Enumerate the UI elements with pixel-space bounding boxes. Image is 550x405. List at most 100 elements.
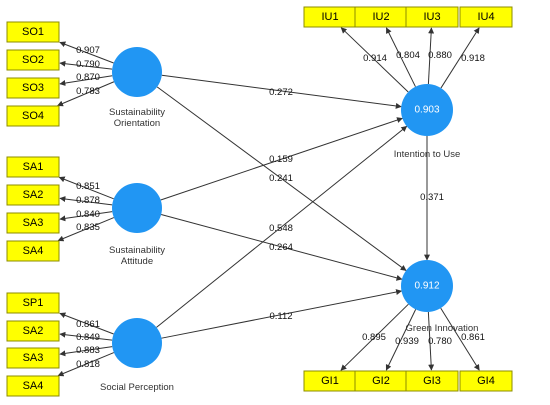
loading-arrow-so-3 (59, 75, 113, 86)
indicator-label: GI4 (477, 375, 495, 387)
outer-loading-sa-2: 0.878 (76, 195, 100, 206)
indicator-label: IU4 (477, 11, 494, 23)
constructs-layer: 0.903 0.912 (112, 47, 453, 368)
indicator-label: GI2 (372, 375, 390, 387)
r-squared-value: 0.912 (414, 281, 439, 292)
indicator-label: GI3 (423, 375, 441, 387)
loading-arrow-gi-3 (427, 311, 435, 371)
indicator-label: IU3 (423, 11, 440, 23)
indicator-label: SP1 (23, 297, 44, 309)
indicator-label: SA1 (23, 161, 44, 173)
indicator-gi2: GI2 (354, 370, 408, 392)
construct-gi: 0.912 (401, 260, 453, 312)
path-coefficient-iu-gi: 0.371 (420, 192, 444, 203)
indicator-label: SO2 (22, 54, 44, 66)
indicator-label: SA3 (23, 352, 44, 364)
outer-loading-sa-1: 0.851 (76, 181, 100, 192)
construct-circle (112, 183, 162, 233)
indicator-label: SA2 (23, 189, 44, 201)
indicator-so2: SO2 (6, 49, 60, 71)
loading-arrow-iu-3 (427, 27, 435, 85)
indicator-label: IU1 (321, 11, 338, 23)
loading-arrow-sp-2 (59, 331, 113, 341)
r-squared-value: 0.903 (414, 105, 439, 116)
edges-layer (57, 27, 480, 377)
indicator-iu1: IU1 (303, 6, 357, 28)
outer-loading-sa-4: 0.835 (76, 222, 100, 233)
loading-arrow-sp-1 (59, 312, 114, 335)
path-coefficient-so-gi: 0.241 (269, 173, 293, 184)
outer-loading-iu-2: 0.804 (396, 50, 420, 61)
loading-arrow-iu-4 (440, 27, 480, 89)
outer-loading-sp-3: 0.883 (76, 345, 100, 356)
indicator-iu3: IU3 (405, 6, 459, 28)
construct-circle (401, 84, 453, 136)
outer-loading-iu-1: 0.914 (363, 53, 387, 64)
construct-label-sa: Attitude (121, 256, 153, 267)
indicator-label: SA4 (23, 380, 44, 392)
indicator-sa2: SA2 (6, 184, 60, 206)
outer-loading-so-4: 0.783 (76, 86, 100, 97)
construct-sa (112, 183, 162, 233)
outer-loading-gi-2: 0.939 (395, 336, 419, 347)
loading-arrow-sa-4 (57, 217, 115, 242)
indicator-gi4: GI4 (459, 370, 513, 392)
indicator-sp1: SP1 (6, 292, 60, 314)
indicator-label: SA4 (23, 245, 44, 257)
construct-label-gi: Green Innovation (406, 323, 479, 334)
indicator-so4: SO4 (6, 105, 60, 127)
indicator-so1: SO1 (6, 21, 60, 43)
outer-loading-sa-3: 0.840 (76, 209, 100, 220)
indicator-gi3: GI3 (405, 370, 459, 392)
outer-loading-gi-1: 0.895 (362, 332, 386, 343)
indicator-sa3: SA3 (6, 212, 60, 234)
loading-arrow-sa-1 (58, 176, 114, 200)
outer-loading-iu-3: 0.880 (428, 50, 452, 61)
indicator-sa1: SA1 (6, 156, 60, 178)
construct-label-so: Orientation (114, 118, 160, 129)
construct-label-sp: Social Perception (100, 382, 174, 393)
construct-circle (112, 47, 162, 97)
construct-so (112, 47, 162, 97)
path-so-to-gi-arrow (156, 86, 407, 271)
construct-label-iu: Intention to Use (394, 149, 461, 160)
indicator-iu2: IU2 (354, 6, 408, 28)
outer-loading-sp-2: 0.849 (76, 332, 100, 343)
construct-iu: 0.903 (401, 84, 453, 136)
construct-circle (112, 318, 162, 368)
outer-loading-gi-4: 0.861 (461, 332, 485, 343)
indicator-gi1: GI1 (303, 370, 357, 392)
construct-label-sa: Sustainability (109, 245, 165, 256)
loading-arrow-sa-3 (59, 211, 113, 222)
outer-loading-sp-1: 0.861 (76, 319, 100, 330)
path-sa-to-iu-arrow (160, 117, 403, 201)
loading-arrow-iu-1 (340, 27, 409, 93)
loading-arrow-gi-1 (340, 303, 409, 371)
indicator-so3: SO3 (6, 77, 60, 99)
indicator-iu4: IU4 (459, 6, 513, 28)
construct-label-so: Sustainability (109, 107, 165, 118)
outer-loading-gi-3: 0.780 (428, 336, 452, 347)
path-sp-to-iu-arrow (156, 125, 408, 328)
outer-loading-so-2: 0.790 (76, 59, 100, 70)
path-coefficient-sp-gi: 0.112 (269, 311, 292, 322)
path-coefficient-sp-iu: 0.548 (269, 223, 293, 234)
outer-loading-so-1: 0.907 (76, 45, 100, 56)
construct-sp (112, 318, 162, 368)
loading-arrow-sp-4 (57, 352, 115, 377)
indicator-label: SO1 (22, 26, 44, 38)
indicator-label: SA3 (23, 217, 44, 229)
indicator-label: SO3 (22, 82, 44, 94)
path-sp-to-gi-arrow (161, 289, 403, 339)
path-coefficient-sa-iu: 0.159 (269, 154, 293, 165)
loading-arrow-gi-2 (385, 309, 417, 371)
loading-arrow-iu-2 (385, 27, 416, 87)
path-so-to-iu-arrow (161, 74, 402, 109)
loading-arrow-so-1 (59, 41, 114, 64)
outer-loading-iu-4: 0.918 (461, 53, 485, 64)
outer-loading-so-3: 0.870 (76, 72, 100, 83)
indicator-label: SA2 (23, 325, 44, 337)
indicator-sa4: SA4 (6, 375, 60, 397)
